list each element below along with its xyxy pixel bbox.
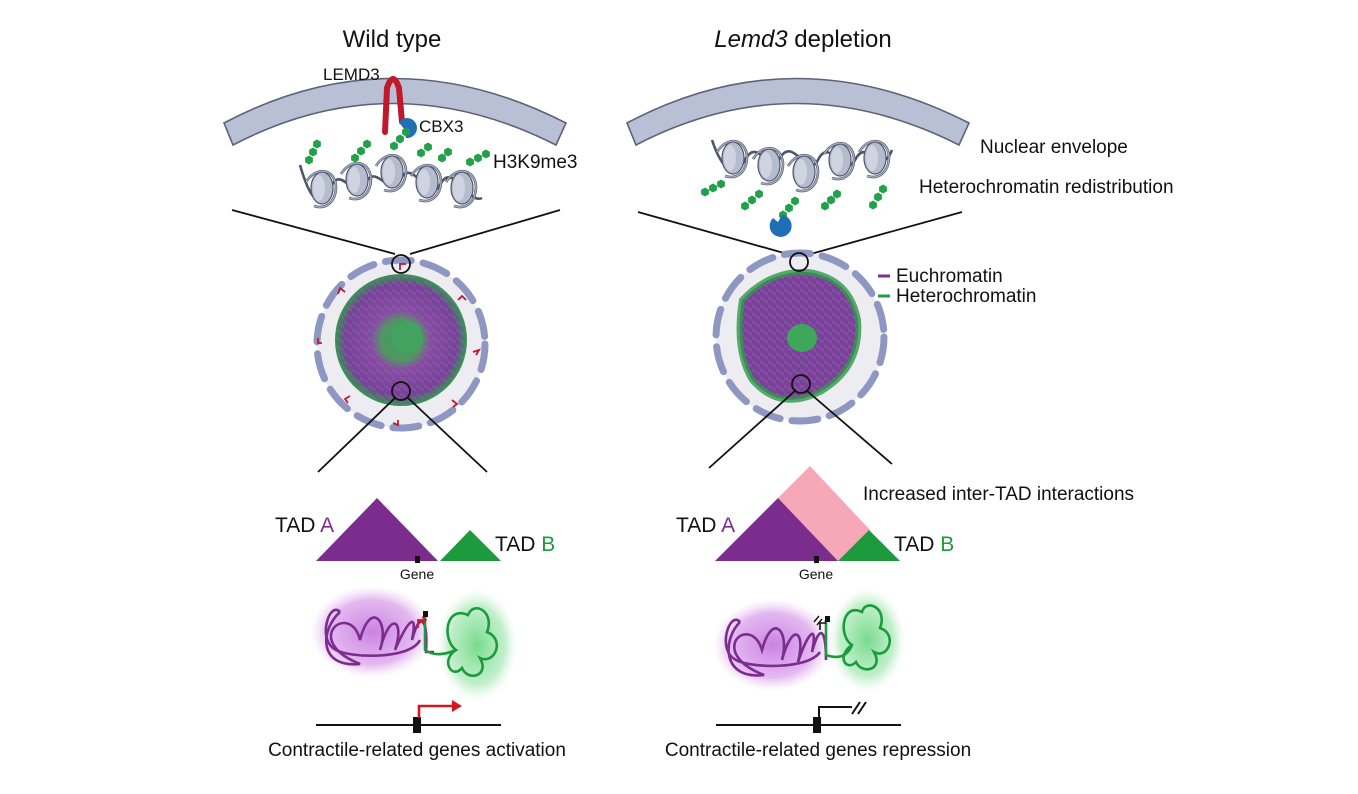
legend-euchromatin: Euchromatin: [896, 266, 1003, 287]
chromatin-loops-left: [310, 586, 517, 701]
lemd3-protein: [382, 76, 405, 135]
nucleosome-array-right: [710, 139, 894, 193]
cbx3-protein-left: [399, 118, 417, 139]
inter-tad-label: Increased inter-TAD interactions: [863, 484, 1134, 505]
gene-track-left: [316, 700, 501, 733]
cbx3-label: CBX3: [419, 117, 463, 136]
nucleus-right: [712, 249, 888, 425]
right-panel-title: Lemd3 depletion: [714, 26, 891, 53]
gene-label-left: Gene: [400, 566, 434, 582]
left-panel-title: Wild type: [343, 26, 442, 53]
nucleus-left: [313, 254, 489, 432]
nucleosome-array-left: [298, 153, 483, 209]
tad-diagram-left: Gene TAD A TAD B: [275, 498, 555, 582]
nuclear-envelope-left: [222, 77, 568, 147]
active-arrows: [317, 263, 482, 427]
gene-track-right: [716, 701, 901, 733]
right-title-italic: Lemd3: [714, 26, 788, 53]
chromatin-legend: Euchromatin Heterochromatin: [878, 266, 1036, 307]
nuclear-envelope-right: [625, 77, 971, 147]
legend-heterochromatin: Heterochromatin: [896, 286, 1036, 307]
zoom-lines-top: [231, 209, 963, 256]
h3k9me3-label: H3K9me3: [493, 152, 578, 173]
caption-left: Contractile-related genes activation: [268, 740, 566, 761]
cbx3-protein-right: [769, 215, 792, 237]
tad-diagram-right: Gene TAD A TAD B Increased inter-TAD int…: [676, 466, 1134, 582]
heterochromatin-redistribution-label: Heterochromatin redistribution: [919, 177, 1174, 198]
tad-b-label-left: TAD B: [495, 533, 555, 556]
right-title-rest: depletion: [788, 26, 892, 53]
tad-a-label-left: TAD A: [275, 514, 334, 537]
gene-label-right: Gene: [799, 566, 833, 582]
tad-b-label-right: TAD B: [894, 533, 954, 556]
lemd3-label: LEMD3: [323, 65, 380, 84]
caption-right: Contractile-related genes repression: [665, 740, 971, 761]
tad-a-label-right: TAD A: [676, 514, 735, 537]
nuclear-envelope-label: Nuclear envelope: [980, 137, 1128, 158]
inter-tad-interaction-region: [778, 466, 870, 561]
h3k9me3-marks-right: [701, 179, 887, 220]
zoom-lines-bottom: [317, 389, 893, 473]
chromatin-loops-right: [713, 588, 905, 692]
